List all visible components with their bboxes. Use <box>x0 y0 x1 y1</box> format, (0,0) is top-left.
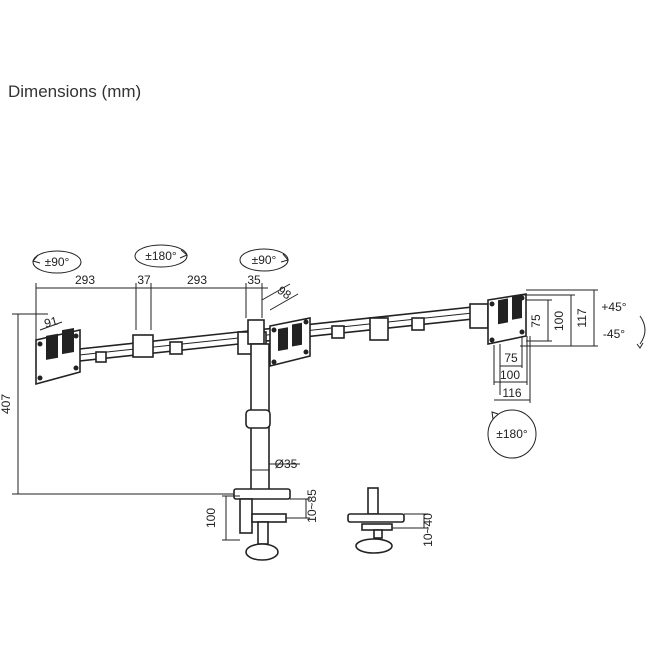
rotation-middle-label: ±180° <box>145 249 177 263</box>
dim-vesa-inner-v: 75 <box>529 314 543 328</box>
dim-vesa-outer-h: 100 <box>500 368 520 382</box>
dim-plate-left-diag: 91 <box>43 314 60 331</box>
rotation-badge-right: ±180° <box>487 409 537 459</box>
pole-height-dimension <box>12 313 235 495</box>
rotation-right-label: ±180° <box>496 427 528 441</box>
dim-plate-center-diag: 98 <box>275 283 294 302</box>
dim-plate-width: 116 <box>502 386 521 400</box>
rotation-badge-center: ±90° <box>239 248 289 272</box>
vesa-plate-left <box>35 327 81 386</box>
vesa-plate-center <box>269 317 311 368</box>
dim-arm-left: 293 <box>75 273 95 287</box>
rotation-center-label: ±90° <box>252 253 277 267</box>
dim-joint-right: 35 <box>247 273 261 287</box>
rotation-badge-middle: ±180° <box>134 244 188 268</box>
dim-grommet-range: 10~40 <box>421 513 435 547</box>
page-title: Dimensions (mm) <box>8 82 142 101</box>
vesa-plate-right <box>487 293 527 345</box>
right-plate-dimension-lines <box>493 289 646 403</box>
dim-vesa-outer-v: 100 <box>552 311 566 331</box>
desk-clamp <box>222 488 310 561</box>
grommet-clamp <box>347 487 428 554</box>
dim-joint-left: 37 <box>137 273 151 287</box>
tilt-down-label: -45° <box>603 327 625 341</box>
dim-arm-center: 293 <box>187 273 207 287</box>
dim-vesa-inner-h: 75 <box>504 351 518 365</box>
rotation-badge-left: ±90° <box>32 250 82 274</box>
rotation-left-label: ±90° <box>45 255 70 269</box>
dim-clamp-range: 10~85 <box>305 489 319 523</box>
dim-clamp-height: 100 <box>204 508 218 528</box>
dim-pole-diameter: Ø35 <box>275 457 298 471</box>
dim-plate-height: 117 <box>575 308 589 327</box>
dim-pole-height: 407 <box>0 394 13 414</box>
tilt-up-label: +45° <box>601 300 626 314</box>
